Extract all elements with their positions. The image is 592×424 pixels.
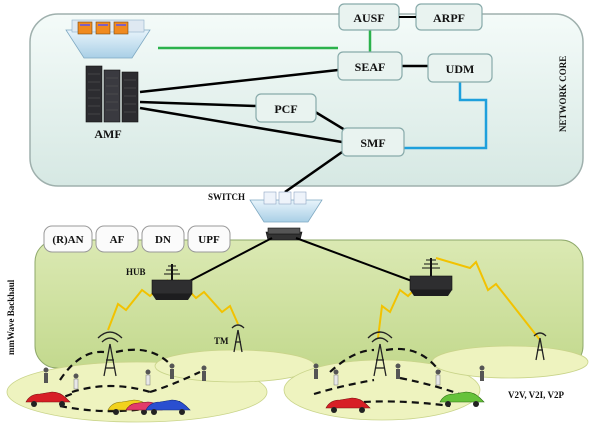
tower-right-icon[interactable] xyxy=(367,331,393,377)
link-switch-hub-right xyxy=(295,237,421,285)
box-ran-label: (R)AN xyxy=(52,234,83,246)
mmwave-link-hub-left-to-tm xyxy=(177,279,239,325)
node-ausf-label: AUSF xyxy=(353,11,384,25)
person-icon xyxy=(43,367,49,383)
switch-icon[interactable] xyxy=(249,191,323,223)
amf-server-icon[interactable] xyxy=(65,19,151,123)
tower-far-right-icon[interactable] xyxy=(533,332,547,361)
cell-area-far-right xyxy=(431,345,589,379)
person-icon xyxy=(333,369,339,386)
node-seaf[interactable]: SEAF xyxy=(337,51,403,81)
node-ausf[interactable]: AUSF xyxy=(338,3,400,31)
network-core-label: NETWORK CORE xyxy=(558,56,568,132)
box-dn-label: DN xyxy=(155,234,171,246)
person-icon xyxy=(479,365,485,381)
person-icon xyxy=(73,373,79,390)
switch-device-icon[interactable] xyxy=(265,227,303,241)
mmwave-link-hub-right-to-far-tower xyxy=(435,257,541,341)
link-amf-seaf-black xyxy=(139,68,339,94)
node-arpf-label: ARPF xyxy=(433,11,465,25)
link-udm-smf-blue xyxy=(404,82,488,150)
node-udm[interactable]: UDM xyxy=(427,53,493,83)
car-red-left-icon[interactable] xyxy=(25,391,71,407)
box-upf[interactable]: UPF xyxy=(187,225,231,253)
person-icon xyxy=(145,369,151,386)
node-pcf[interactable]: PCF xyxy=(255,93,317,123)
person-icon xyxy=(313,363,319,379)
mmwave-links xyxy=(107,257,541,341)
tm-label: TM xyxy=(214,336,229,346)
hub-left-icon[interactable] xyxy=(151,264,193,300)
hub-label: HUB xyxy=(126,267,146,277)
v2x-label: V2V, V2I, V2P xyxy=(508,390,565,400)
box-dn[interactable]: DN xyxy=(141,225,185,253)
car-red-right-icon[interactable] xyxy=(325,397,371,413)
link-amf-pcf-black xyxy=(139,100,257,108)
box-af[interactable]: AF xyxy=(95,225,139,253)
person-icon xyxy=(201,365,207,381)
link-switch-hub-left xyxy=(179,237,273,287)
link-amf-smf-black xyxy=(139,106,343,144)
person-icon xyxy=(169,363,175,379)
node-seaf-label: SEAF xyxy=(355,60,386,74)
node-smf[interactable]: SMF xyxy=(341,127,405,157)
node-udm-label: UDM xyxy=(446,62,475,76)
person-icon xyxy=(435,369,441,386)
switch-label: SWITCH xyxy=(208,192,245,202)
hub-right-icon[interactable] xyxy=(409,258,453,296)
node-smf-label: SMF xyxy=(360,136,385,150)
box-ran[interactable]: (R)AN xyxy=(43,225,93,253)
tower-tm-icon[interactable] xyxy=(231,324,245,353)
mmwave-link-hub-right-to-right-tower xyxy=(377,277,427,339)
tower-left-icon[interactable] xyxy=(97,331,123,377)
core-links xyxy=(139,30,488,194)
box-upf-label: UPF xyxy=(198,234,220,246)
backhaul-label: mmWave Backhaul xyxy=(6,279,16,355)
node-pcf-label: PCF xyxy=(274,102,297,116)
person-icon xyxy=(395,363,401,379)
amf-label: AMF xyxy=(94,127,121,141)
cell-area-mid xyxy=(154,349,316,383)
car-green-icon[interactable] xyxy=(439,391,485,407)
node-arpf[interactable]: ARPF xyxy=(415,3,483,31)
person-icons xyxy=(43,363,485,390)
car-blue-icon[interactable] xyxy=(145,399,191,415)
link-smf-switch-black xyxy=(284,148,346,194)
amf-module-icons xyxy=(77,21,129,35)
v2x-dashed-links xyxy=(29,347,471,413)
link-pcf-smf-black xyxy=(311,108,346,132)
box-af-label: AF xyxy=(110,234,125,246)
